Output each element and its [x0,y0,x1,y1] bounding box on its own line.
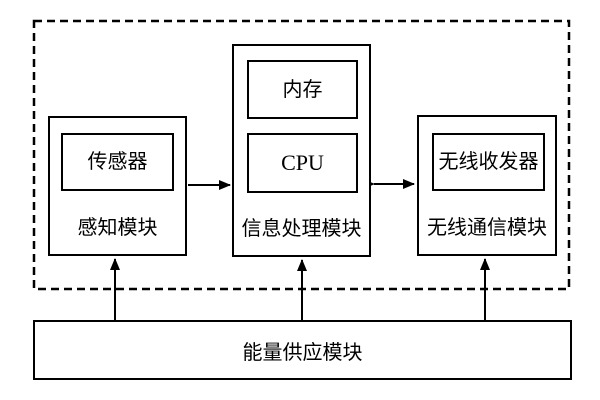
sensor-box: 传感器 [61,133,174,191]
transceiver-label: 无线收发器 [438,151,539,173]
sensing-module-label: 感知模块 [77,217,158,239]
memory-box: 内存 [247,60,358,119]
wireless-module-box: 无线收发器 无线通信模块 [417,115,557,256]
cpu-label: CPU [281,150,324,175]
processing-module-box: 内存 CPU 信息处理模块 [232,44,371,257]
processing-module-label: 信息处理模块 [241,218,362,240]
energy-module-box: 能量供应模块 [33,320,572,380]
transceiver-box: 无线收发器 [432,133,545,191]
memory-label: 内存 [282,78,323,101]
energy-module-label: 能量供应模块 [242,341,363,364]
wireless-module-label: 无线通信模块 [427,217,547,239]
sensor-label: 传感器 [87,151,148,173]
sensing-module-box: 传感器 感知模块 [48,116,187,256]
cpu-box: CPU [247,133,358,193]
